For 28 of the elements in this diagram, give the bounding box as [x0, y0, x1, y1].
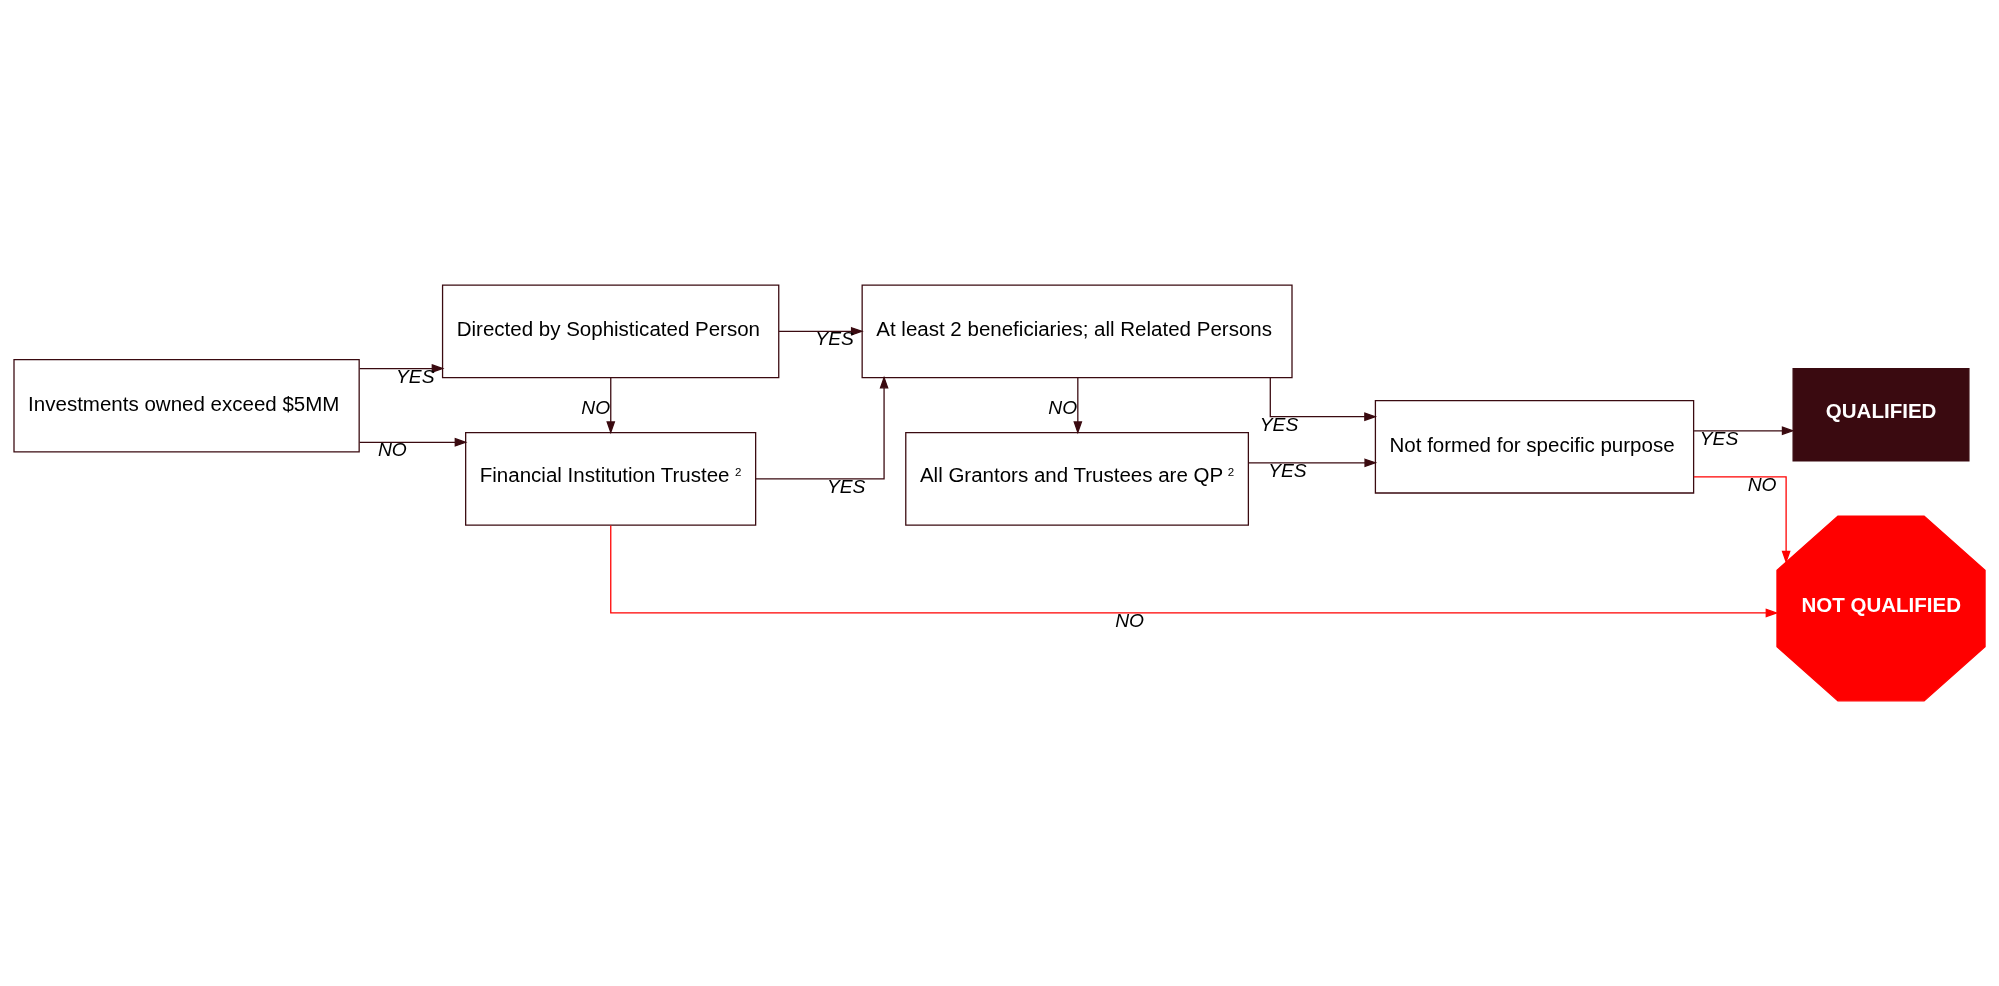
edge-label: YES	[395, 365, 435, 387]
edge-label: YES	[1268, 459, 1307, 481]
arrow	[606, 376, 616, 435]
arrow	[1693, 476, 1791, 564]
node-box: Directed by Sophisticated Person	[441, 284, 780, 379]
edge-label: NO	[1747, 474, 1777, 496]
arrow	[1073, 376, 1083, 435]
edge-label: NO	[581, 396, 611, 418]
arrow	[1247, 458, 1378, 468]
node-box: Not formed for specific purpose	[1374, 399, 1695, 494]
arrow	[610, 524, 1779, 618]
node-box: At least 2 beneficiaries; all Related Persons	[861, 284, 1293, 379]
node-box: QUALIFIED	[1792, 367, 1970, 462]
arrow	[1269, 377, 1378, 422]
edge-label: YES	[1699, 427, 1739, 449]
arrow	[359, 437, 468, 447]
edge-label: NO	[377, 439, 407, 461]
edge-label: YES	[826, 476, 866, 497]
node-box: Financial Institution Trustee$^{2}$	[465, 432, 757, 526]
node-box: Investments owned exceed $5MM	[13, 358, 360, 453]
edge-label: NO	[1115, 610, 1145, 632]
edge-label: YES	[1259, 413, 1299, 435]
node-box: All Grantors and Trustees are QP$^{2}$	[905, 432, 1250, 526]
edge-label: NO	[1048, 396, 1078, 418]
edge-label: YES	[815, 328, 854, 350]
arrow	[755, 375, 889, 480]
arrow	[359, 364, 445, 374]
arrow	[1693, 426, 1795, 436]
